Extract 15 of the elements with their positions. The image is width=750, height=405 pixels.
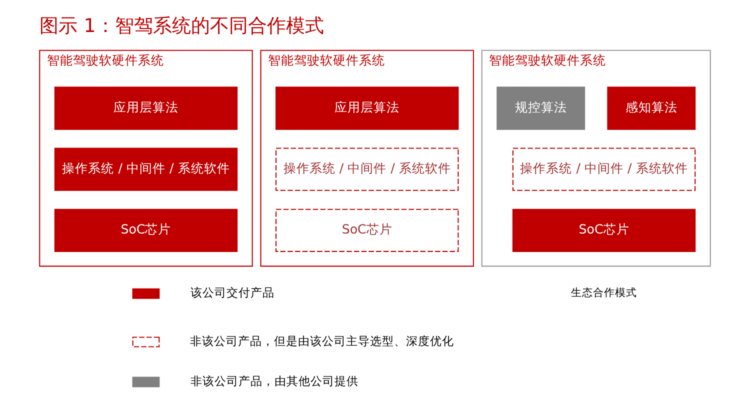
node-box: 操作系统 / 中间件 / 系统软件 — [276, 148, 459, 191]
node-box: 应用层算法 — [54, 86, 238, 130]
legend-label: 非该公司产品，但是由该公司主导选型、深度优化 — [190, 334, 454, 348]
node-box: 操作系统 / 中间件 / 系统软件 — [54, 148, 238, 191]
node-box: 规控算法 — [496, 86, 586, 130]
node-box: 感知算法 — [607, 86, 696, 130]
diagram-title: 图示 1：智驾系统的不同合作模式 — [40, 14, 324, 37]
node-box: SoC芯片 — [54, 208, 238, 252]
node-box: SoC芯片 — [512, 208, 696, 252]
legend-label: 非该公司产品，由其他公司提供 — [190, 374, 358, 388]
legend-label: 该公司交付产品 — [190, 286, 274, 300]
node-box: 应用层算法 — [276, 86, 459, 130]
node-label: 生态合作模式 — [571, 287, 638, 300]
node-box: SoC芯片 — [276, 208, 459, 252]
node-box: 操作系统 / 中间件 / 系统软件 — [512, 148, 696, 191]
